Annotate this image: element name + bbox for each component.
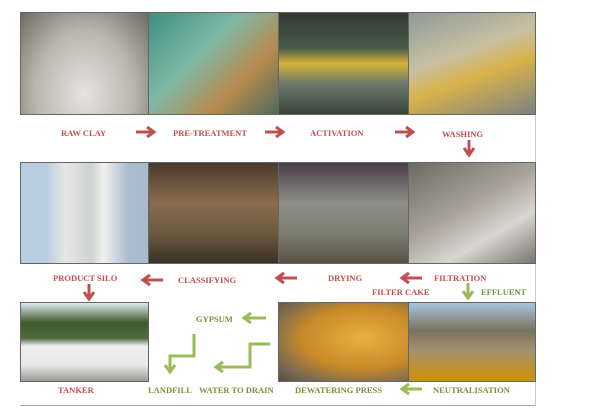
label-neutralisation: NEUTRALISATION: [433, 385, 510, 395]
arrow-down-icon: [461, 283, 475, 301]
label-raw-clay: RAW CLAY: [61, 128, 107, 138]
arrow-elbow-down-icon: [163, 334, 196, 375]
photo-drying: [278, 162, 409, 264]
label-water-to-drain: WATER TO DRAIN: [199, 385, 274, 395]
label-tanker: TANKER: [58, 385, 94, 395]
arrow-right-icon: [265, 125, 286, 139]
label-drying: DRYING: [328, 273, 363, 283]
label-activation: ACTIVATION: [310, 128, 364, 138]
arrow-right-icon: [395, 125, 416, 139]
arrow-left-icon: [399, 271, 422, 285]
photo-neutralisation: [408, 302, 536, 382]
label-dewatering-press: DEWATERING PRESS: [295, 385, 382, 395]
label-landfill: LANDFILL: [148, 385, 192, 395]
photo-pre-treatment: [148, 12, 279, 115]
photo-raw-clay: [20, 12, 149, 115]
arrow-elbow-left-icon: [213, 342, 270, 374]
label-filter-cake: FILTER CAKE: [372, 287, 430, 297]
label-effluent: EFFLUENT: [481, 287, 527, 297]
arrow-down-icon: [82, 284, 96, 302]
photo-product-silo: [20, 162, 149, 264]
photo-activation: [278, 12, 409, 115]
photo-filtration: [408, 162, 536, 264]
photo-classifying: [148, 162, 279, 264]
label-product-silo: PRODUCT SILO: [53, 273, 118, 283]
arrow-down-icon: [462, 140, 476, 158]
label-classifying: CLASSIFYING: [178, 275, 237, 285]
label-filtration: FILTRATION: [434, 273, 487, 283]
arrow-right-icon: [136, 125, 157, 139]
arrow-left-icon: [241, 311, 266, 325]
label-gypsum: GYPSUM: [196, 314, 233, 324]
photo-dewatering-press: [278, 302, 409, 382]
label-washing: WASHING: [442, 129, 484, 139]
photo-washing: [408, 12, 536, 115]
arrow-left-icon: [399, 382, 422, 396]
label-pre-treatment: PRE-TREATMENT: [173, 128, 247, 138]
arrow-left-icon: [140, 273, 163, 287]
photo-tanker: [20, 302, 149, 382]
arrow-left-icon: [274, 271, 297, 285]
